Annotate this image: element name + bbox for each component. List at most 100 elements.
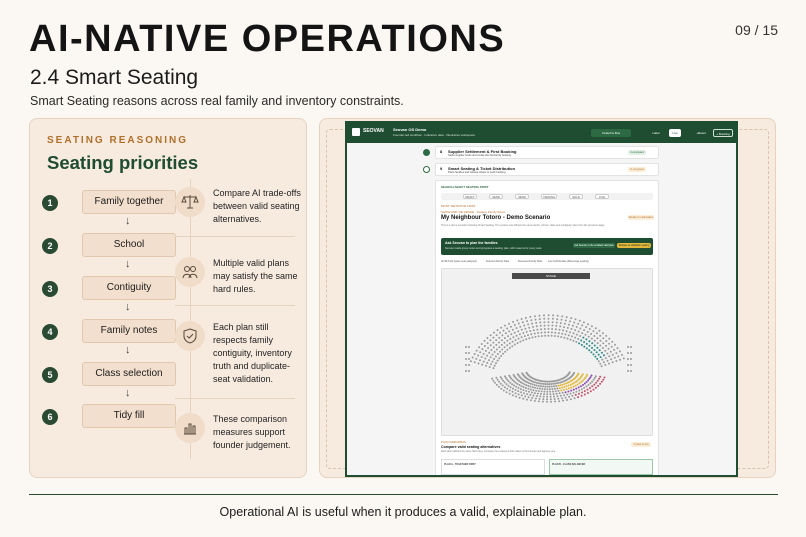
seat[interactable] xyxy=(565,385,568,388)
seat[interactable] xyxy=(583,393,586,396)
seat[interactable] xyxy=(508,342,511,345)
seat[interactable] xyxy=(537,400,540,403)
seat[interactable] xyxy=(583,329,586,332)
seat[interactable] xyxy=(627,370,629,372)
seat[interactable] xyxy=(532,325,534,328)
seat[interactable] xyxy=(502,352,505,355)
seat[interactable] xyxy=(511,379,514,381)
seat[interactable] xyxy=(581,324,584,327)
seat[interactable] xyxy=(581,391,583,394)
seat[interactable] xyxy=(594,386,597,389)
seat[interactable] xyxy=(556,395,559,398)
seat[interactable] xyxy=(588,377,591,380)
seat[interactable] xyxy=(524,380,527,383)
seat[interactable] xyxy=(605,334,608,337)
seat[interactable] xyxy=(585,375,588,378)
seat[interactable] xyxy=(518,384,521,386)
seat[interactable] xyxy=(510,377,513,380)
seat[interactable] xyxy=(567,334,570,337)
seat[interactable] xyxy=(593,349,596,351)
seat[interactable] xyxy=(499,331,501,334)
seat[interactable] xyxy=(516,382,519,385)
seat[interactable] xyxy=(568,395,571,398)
seat[interactable] xyxy=(577,338,580,340)
seat[interactable] xyxy=(596,379,599,382)
seat[interactable] xyxy=(491,353,494,356)
seat[interactable] xyxy=(557,381,560,384)
seat[interactable] xyxy=(592,353,595,356)
seat[interactable] xyxy=(598,377,601,380)
seat[interactable] xyxy=(533,392,536,395)
seat[interactable] xyxy=(482,352,485,355)
seat[interactable] xyxy=(563,386,566,388)
seat[interactable] xyxy=(630,346,632,348)
seat[interactable] xyxy=(546,393,549,396)
seat[interactable] xyxy=(540,392,542,395)
seat[interactable] xyxy=(477,354,480,357)
seat[interactable] xyxy=(509,325,512,328)
seat[interactable] xyxy=(580,339,583,342)
seat[interactable] xyxy=(564,379,566,382)
seat[interactable] xyxy=(511,328,514,331)
seat[interactable] xyxy=(576,379,579,382)
seat[interactable] xyxy=(533,315,536,318)
seat[interactable] xyxy=(572,385,575,388)
seat[interactable] xyxy=(522,389,525,392)
seat[interactable] xyxy=(479,351,482,354)
seat[interactable] xyxy=(600,380,603,383)
seat[interactable] xyxy=(548,383,551,386)
seat[interactable] xyxy=(602,361,605,364)
seat[interactable] xyxy=(587,335,590,338)
seat[interactable] xyxy=(599,344,602,347)
seat[interactable] xyxy=(591,380,594,383)
seat[interactable] xyxy=(570,327,573,330)
seat[interactable] xyxy=(615,352,618,355)
seat[interactable] xyxy=(596,342,599,345)
seat[interactable] xyxy=(523,324,526,327)
seat[interactable] xyxy=(486,337,489,339)
seat[interactable] xyxy=(504,375,506,378)
seat[interactable] xyxy=(593,377,596,379)
seat[interactable] xyxy=(511,340,514,343)
seat[interactable] xyxy=(630,358,632,360)
seat[interactable] xyxy=(569,331,572,334)
seat[interactable] xyxy=(515,334,518,337)
seat[interactable] xyxy=(547,324,550,327)
seat[interactable] xyxy=(525,330,528,333)
seat[interactable] xyxy=(559,381,562,384)
seat[interactable] xyxy=(598,329,601,332)
seat[interactable] xyxy=(583,345,586,348)
seat[interactable] xyxy=(550,334,553,337)
seat[interactable] xyxy=(465,370,467,372)
seat[interactable] xyxy=(558,392,561,395)
seat[interactable] xyxy=(490,363,492,366)
seat[interactable] xyxy=(500,343,503,346)
seat[interactable] xyxy=(564,319,567,322)
filter-chip[interactable]: SEND xyxy=(515,194,529,199)
seat[interactable] xyxy=(507,380,510,383)
seat[interactable] xyxy=(469,360,472,363)
seat[interactable] xyxy=(526,393,529,396)
seat[interactable] xyxy=(547,334,550,337)
seat[interactable] xyxy=(547,317,550,320)
seat[interactable] xyxy=(540,335,543,337)
seat[interactable] xyxy=(602,378,605,381)
seat[interactable] xyxy=(557,384,560,387)
seat[interactable] xyxy=(550,331,553,334)
seat[interactable] xyxy=(563,326,565,329)
seat[interactable] xyxy=(562,329,565,332)
seat[interactable] xyxy=(597,384,600,387)
seat[interactable] xyxy=(561,315,564,318)
seat[interactable] xyxy=(627,364,629,366)
seat[interactable] xyxy=(587,323,589,326)
seat[interactable] xyxy=(565,316,568,319)
seat[interactable] xyxy=(588,349,591,352)
seat[interactable] xyxy=(546,383,549,386)
seat[interactable] xyxy=(599,339,602,342)
seat[interactable] xyxy=(522,339,525,342)
seat[interactable] xyxy=(555,382,558,385)
seat[interactable] xyxy=(621,353,623,356)
seat[interactable] xyxy=(602,342,605,345)
seat[interactable] xyxy=(548,388,551,391)
seat[interactable] xyxy=(540,331,543,334)
